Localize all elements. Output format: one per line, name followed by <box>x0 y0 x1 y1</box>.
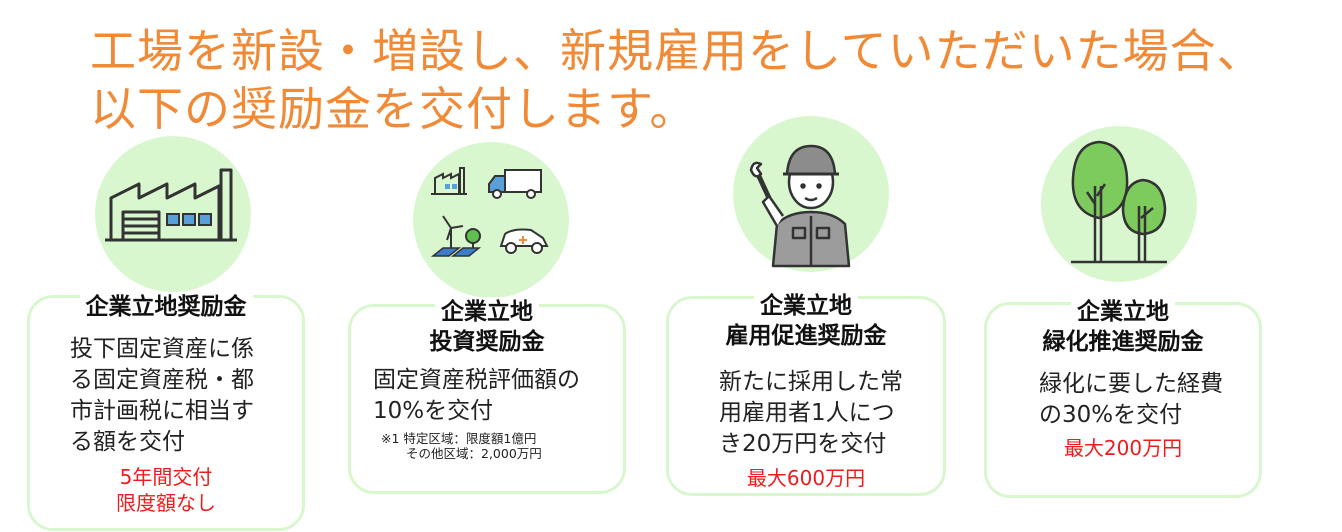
card-investment-incentive: 企業立地 投資奨励金 固定資産税評価額の 10%を交付 ※1 特定区域：限度額1… <box>348 297 626 494</box>
truck-icon <box>488 169 542 199</box>
card-title-line-2: 投資奨励金 <box>429 329 545 355</box>
headline: 工場を新設・増設し、新規雇用をしていただいた場合、 以下の奨励金を交付します。 <box>90 22 1264 138</box>
card-note: ※1 特定区域：限度額1億円 その他区域：2,000万円 <box>381 431 542 461</box>
worker-icon <box>749 144 851 268</box>
headline-line-1: 工場を新設・増設し、新規雇用をしていただいた場合、 <box>90 24 1264 78</box>
card-greening-incentive: 企業立地 緑化推進奨励金 緑化に要した経費 の30%を交付 最大200万円 <box>984 297 1262 498</box>
investment-icons <box>430 167 549 257</box>
card-highlight: 最大600万円 <box>746 466 866 490</box>
card-description: 固定資産税評価額の 10%を交付 <box>373 367 580 424</box>
card-title-line-1: 企業立地 <box>435 297 539 327</box>
card-location-incentive: 企業立地奨励金 投下固定資産に係 る固定資産税・都 市計画税に相当す る額を交付… <box>27 292 305 531</box>
card-title-line-2: 雇用促進奨励金 <box>725 323 887 349</box>
card-title-line: 企業立地奨励金 <box>79 292 253 322</box>
card-highlight: 5年間交付 限度額なし <box>116 465 216 515</box>
card-title-line-1: 企業立地 <box>754 291 858 321</box>
card-description: 新たに採用した常 用雇用者1人につ き20万円を交付 <box>719 369 903 457</box>
card-employment-incentive: 企業立地 雇用促進奨励金 新たに採用した常 用雇用者1人につ き20万円を交付 … <box>666 291 946 496</box>
card-title-line-2: 緑化推進奨励金 <box>1042 329 1204 355</box>
small-factory-icon <box>431 167 467 195</box>
card-title: 企業立地 雇用促進奨励金 <box>669 291 943 351</box>
electric-car-icon <box>499 228 549 254</box>
trees-icon <box>1071 140 1167 264</box>
headline-line-2: 以下の奨励金を交付します。 <box>90 82 697 136</box>
renewable-energy-icon <box>442 215 481 252</box>
factory-illustration <box>95 136 251 292</box>
card-description: 緑化に要した経費 の30%を交付 <box>1039 371 1223 428</box>
trees-illustration <box>1041 126 1197 282</box>
card-title: 企業立地 投資奨励金 <box>351 297 623 357</box>
card-title: 企業立地奨励金 <box>30 292 302 322</box>
card-highlight: 最大200万円 <box>1063 436 1183 460</box>
factory-icon <box>105 168 237 242</box>
worker-illustration <box>733 116 889 272</box>
card-description: 投下固定資産に係 る固定資産税・都 市計画税に相当す る額を交付 <box>70 336 254 455</box>
card-title: 企業立地 緑化推進奨励金 <box>987 297 1259 357</box>
card-title-line-1: 企業立地 <box>1071 297 1175 327</box>
investment-illustration <box>413 142 569 298</box>
